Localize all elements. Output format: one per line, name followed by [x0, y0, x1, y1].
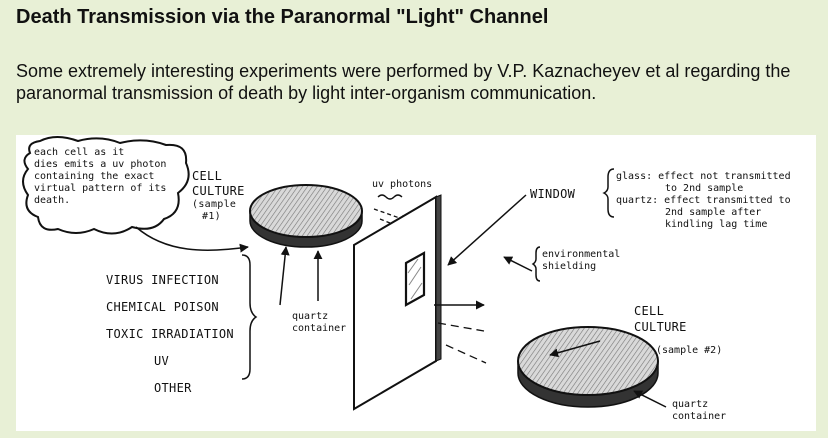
experiment-diagram: each cell as it dies emits a uv photon c…: [16, 135, 816, 431]
window-label: WINDOW: [530, 187, 576, 201]
quartz-line: container: [672, 411, 727, 422]
petri-dish-1: [249, 184, 363, 248]
culture-1-label: CELL CULTURE (sample #1): [192, 169, 245, 223]
glass-line: to 2nd sample: [665, 183, 744, 194]
quartz-line: container: [292, 323, 347, 334]
quartz-line: kindling lag time: [665, 219, 768, 230]
quartz-container-1-label: quartz container: [292, 311, 346, 335]
quartz-line: 2nd sample after: [665, 207, 762, 218]
agent-item: CHEMICAL POISON: [106, 300, 219, 314]
effect-brace: [602, 168, 615, 218]
culture-1-line: (sample: [192, 199, 237, 210]
shielding-line: environmental: [542, 249, 621, 260]
culture-2-line: CELL: [634, 304, 665, 318]
uv-photons-label: uv photons: [372, 179, 433, 190]
intro-paragraph: Some extremely interesting experiments w…: [16, 61, 791, 103]
shielding-panel: [353, 194, 442, 411]
quartz-line: quartz: [672, 399, 709, 410]
agent-item: TOXIC IRRADIATION: [106, 327, 234, 341]
culture-1-line: CELL: [192, 169, 223, 183]
culture-2-line: CULTURE: [634, 320, 687, 334]
shielding-brace: [531, 246, 541, 282]
page-title: Death Transmission via the Paranormal "L…: [16, 6, 549, 28]
quartz-container-2-label: quartz container: [672, 399, 726, 423]
agents-list: VIRUS INFECTION CHEMICAL POISON TOXIC IR…: [106, 267, 234, 402]
shielding-label: environmental shielding: [542, 249, 620, 273]
cloud-text: each cell as it dies emits a uv photon c…: [34, 147, 166, 207]
agent-item: VIRUS INFECTION: [106, 273, 219, 287]
cloud-line: containing the exact: [34, 171, 155, 182]
effect-notes: glass: effect not transmitted to 2nd sam…: [616, 171, 791, 231]
cloud-line: death.: [34, 195, 71, 206]
cloud-line: virtual pattern of its: [34, 183, 167, 194]
glass-line: glass: effect not transmitted: [616, 171, 791, 182]
culture-1-line: #1): [202, 211, 221, 222]
shielding-line: shielding: [542, 261, 597, 272]
diagram-drawing: [22, 136, 667, 411]
cloud-line: each cell as it: [34, 147, 125, 158]
cloud-line: dies emits a uv photon: [34, 159, 167, 170]
quartz-line: quartz: [292, 311, 329, 322]
culture-1-line: CULTURE: [192, 184, 245, 198]
culture-2-sample-label: (sample #2): [656, 345, 723, 356]
agent-item: OTHER: [154, 381, 192, 395]
thought-cloud: [22, 136, 190, 235]
agents-brace: [241, 254, 258, 380]
uv-photon-wave: [377, 194, 403, 200]
quartz-line: quartz: effect transmitted to: [616, 195, 791, 206]
culture-2-label: CELL CULTURE: [634, 303, 687, 335]
petri-dish-2: [517, 326, 659, 408]
agent-item: UV: [154, 354, 170, 368]
